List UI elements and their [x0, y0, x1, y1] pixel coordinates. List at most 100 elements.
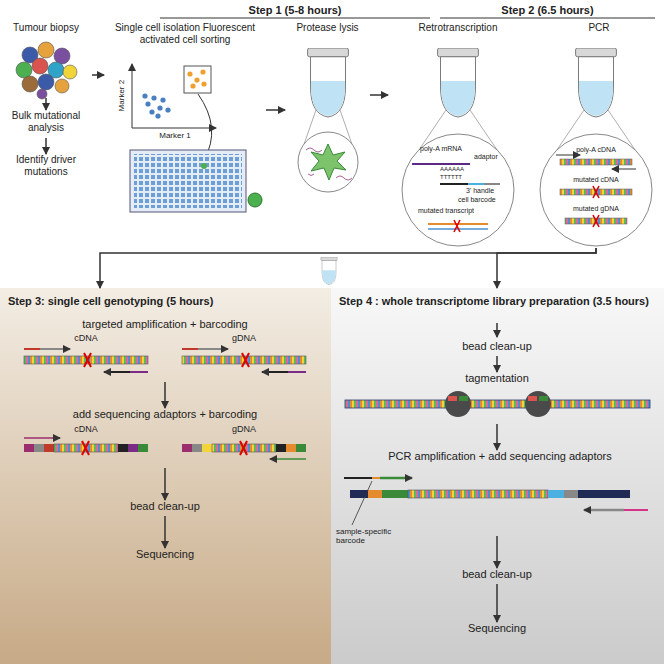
- step-label: Tumour biopsy: [1, 22, 91, 34]
- step-label: bead clean-up: [431, 340, 563, 353]
- step-label: Identify driver mutations: [1, 154, 91, 178]
- step-label: targeted amplification + barcoding: [21, 318, 309, 331]
- library-fragment: [344, 477, 372, 479]
- tube: [576, 48, 617, 117]
- retro-zoom: [412, 163, 470, 165]
- process-step: PCR amplification + add sequencing adapt…: [352, 450, 648, 536]
- step-heading: Step 4 : whole transcriptome library pre…: [339, 295, 656, 308]
- step-label: Sequencing: [431, 622, 563, 635]
- dna-strand: [84, 353, 91, 367]
- step-label: tagmentation: [431, 372, 563, 385]
- part-label: mutated gDNA: [551, 205, 641, 213]
- facs-plot: [132, 128, 216, 129]
- library-fragment: [380, 477, 412, 480]
- library-fragment: [624, 509, 648, 511]
- pcr-zoom: [540, 134, 652, 246]
- facs-plot: [142, 93, 147, 98]
- dna-strand: [182, 348, 198, 350]
- step-label: Single cell isolation Fluorescent activa…: [105, 22, 265, 46]
- step-panel: Step 3: single cell genotyping (5 hours)…: [0, 288, 331, 664]
- process-step: Sequencing: [100, 548, 230, 564]
- dna-strand: [288, 371, 306, 373]
- flow-arrow: [92, 74, 104, 76]
- tagmentation-figure: [448, 396, 457, 401]
- flow-arrow: [100, 248, 596, 288]
- dna-strand: [34, 444, 44, 452]
- process-step: bead clean-up: [430, 340, 564, 356]
- retro-zoom: [440, 183, 468, 185]
- axis-label: Marker 2: [117, 66, 126, 126]
- step-label: add sequencing adaptors + barcoding: [21, 408, 309, 421]
- dna-strand: [24, 348, 40, 350]
- dna-strand: [262, 371, 288, 373]
- library-fragment: [564, 490, 578, 498]
- dna-strand: [40, 348, 70, 350]
- part-label: cell barcode: [458, 196, 508, 204]
- flow-arrow: [497, 248, 596, 288]
- facs-plot: [132, 64, 216, 160]
- process-step: PCR: [536, 22, 662, 248]
- process-step: Retrotranscription: [388, 22, 528, 248]
- library-fragment: [382, 490, 408, 498]
- tube: [308, 48, 349, 117]
- tumour-cells: [16, 62, 32, 78]
- well-plate: [130, 150, 246, 212]
- part-label: mutated cDNA: [551, 176, 641, 184]
- part-label: sample-specific barcode: [336, 527, 416, 545]
- dna-strand: [104, 371, 130, 373]
- library-fragment: [584, 509, 624, 512]
- tumour-cells: [32, 58, 48, 74]
- step-panel: Step 4 : whole transcriptome library pre…: [331, 288, 664, 664]
- retro-zoom: [468, 183, 484, 185]
- process-step: Identify driver mutations: [0, 154, 92, 182]
- well-plate: [201, 163, 207, 169]
- step-label: Sequencing: [101, 548, 229, 561]
- tagmentation-figure: [345, 391, 650, 417]
- flow-arrow: [164, 382, 166, 408]
- dna-strand: [202, 444, 212, 452]
- tumour-cells: [37, 89, 47, 99]
- facs-plot: [194, 77, 199, 82]
- tumour-cells: [55, 79, 69, 93]
- dna-strand: [240, 441, 247, 455]
- dna-strand: [128, 444, 138, 452]
- library-fragment: [344, 478, 648, 525]
- tumour-cells: [54, 48, 70, 64]
- panel-ground: [0, 288, 331, 664]
- dna-strand: [44, 444, 54, 452]
- flow-arrow: [45, 98, 47, 110]
- tumour-cells: [16, 42, 77, 99]
- tube: [321, 257, 337, 285]
- step-label: bead clean-up: [101, 500, 229, 513]
- flow-arrow: [496, 424, 498, 450]
- library-fragment: [350, 490, 368, 498]
- flow-arrow: [164, 468, 166, 500]
- facs-plot: [160, 97, 165, 102]
- well-plate: [134, 154, 242, 208]
- dna-strand: [24, 437, 60, 439]
- tumour-cells: [38, 42, 54, 58]
- part-label: cDNA: [56, 333, 116, 343]
- dna-strand: [198, 348, 228, 350]
- step-rule: [160, 18, 430, 19]
- facs-plot: [200, 69, 205, 74]
- pcr-zoom: [560, 159, 632, 165]
- leader-line: [352, 481, 372, 525]
- tumour-cells: [38, 74, 54, 90]
- pcr-zoom: [556, 155, 580, 156]
- tagmentation-figure: [345, 400, 650, 408]
- flow-arrow: [164, 516, 166, 548]
- library-fragment: [408, 490, 548, 498]
- panel-ground: [0, 288, 664, 664]
- dna-strand: [286, 444, 296, 452]
- lysis-zoom: [306, 148, 352, 180]
- facs-plot: [157, 105, 162, 110]
- process-step: Tumour biopsy: [0, 22, 92, 98]
- process-step: Single cell isolation Fluorescent activa…: [104, 22, 266, 225]
- process-step: Protease lysis: [285, 22, 370, 195]
- facs-plot: [187, 71, 192, 76]
- step-rule: [440, 18, 655, 19]
- step-header: Step 2 (6.5 hours): [440, 4, 655, 17]
- dna-strand: [242, 353, 249, 367]
